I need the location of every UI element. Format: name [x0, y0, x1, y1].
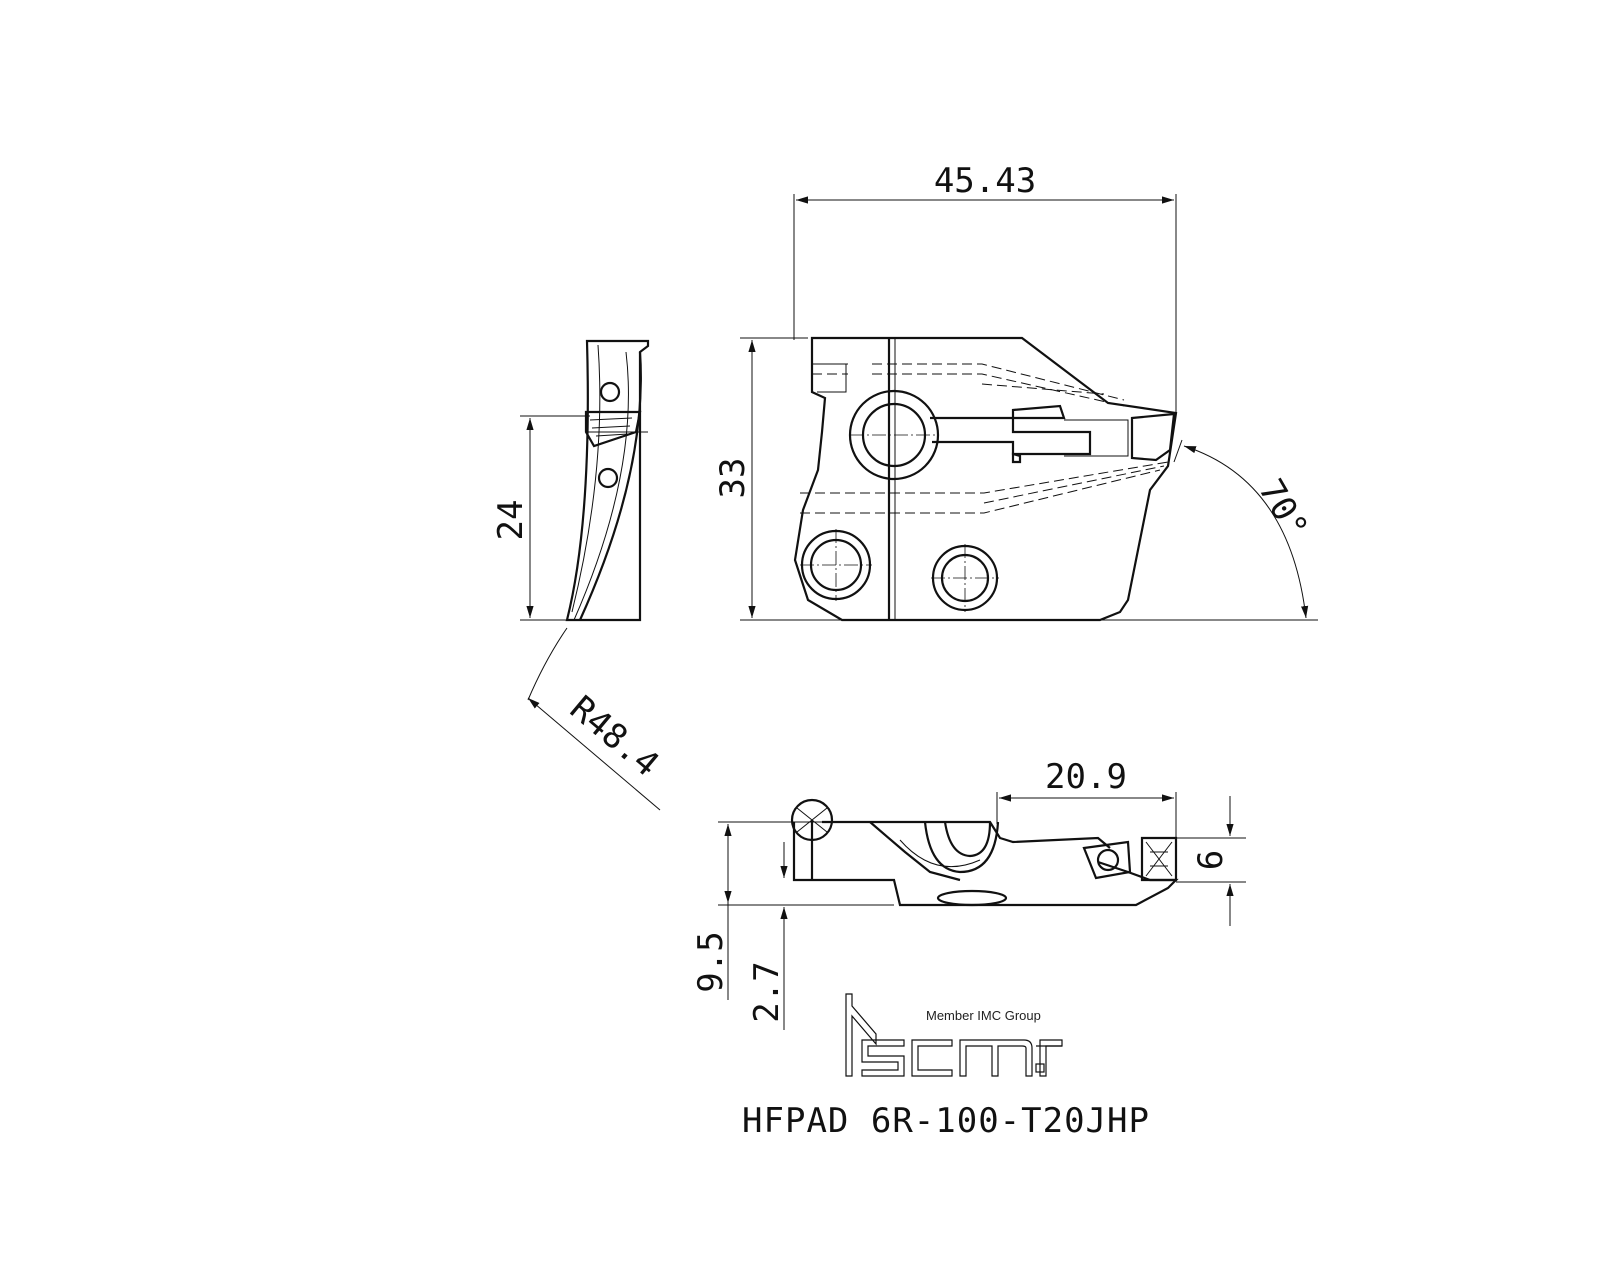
dim-24-label: 24: [491, 500, 531, 541]
dimension-9-5: 9.5: [691, 824, 732, 1000]
iscar-logo: Member IMC Group: [845, 993, 1063, 1077]
part-number: HFPAD 6R-100-T20JHP: [742, 1101, 1150, 1141]
dimension-24: 24: [491, 415, 590, 621]
front-view: [793, 336, 1178, 622]
dim-33-label: 33: [713, 458, 753, 499]
dimension-angle: 70°: [1100, 439, 1318, 621]
iscar-wordmark-icon: [845, 993, 1063, 1077]
dim-20-9-label: 20.9: [1045, 757, 1127, 797]
dimension-33: 33: [713, 337, 842, 621]
dim-2-7-label: 2.7: [747, 961, 787, 1022]
dim-radius-label: R48.4: [562, 688, 666, 784]
logo-tagline: Member IMC Group: [926, 1008, 1041, 1023]
dimension-6: 6: [1176, 796, 1246, 926]
dim-angle-label: 70°: [1250, 473, 1315, 546]
dimension-20-9: 20.9: [996, 757, 1177, 840]
dimension-45-43: 45.43: [793, 161, 1177, 413]
dimension-radius: R48.4: [527, 627, 666, 811]
dim-45-43-label: 45.43: [934, 161, 1036, 201]
dimension-2-7: 2.7: [747, 842, 788, 1030]
top-view: [718, 798, 1179, 907]
dim-9-5-label: 9.5: [691, 931, 731, 992]
dim-6-label: 6: [1191, 850, 1231, 870]
side-view: [565, 339, 650, 622]
